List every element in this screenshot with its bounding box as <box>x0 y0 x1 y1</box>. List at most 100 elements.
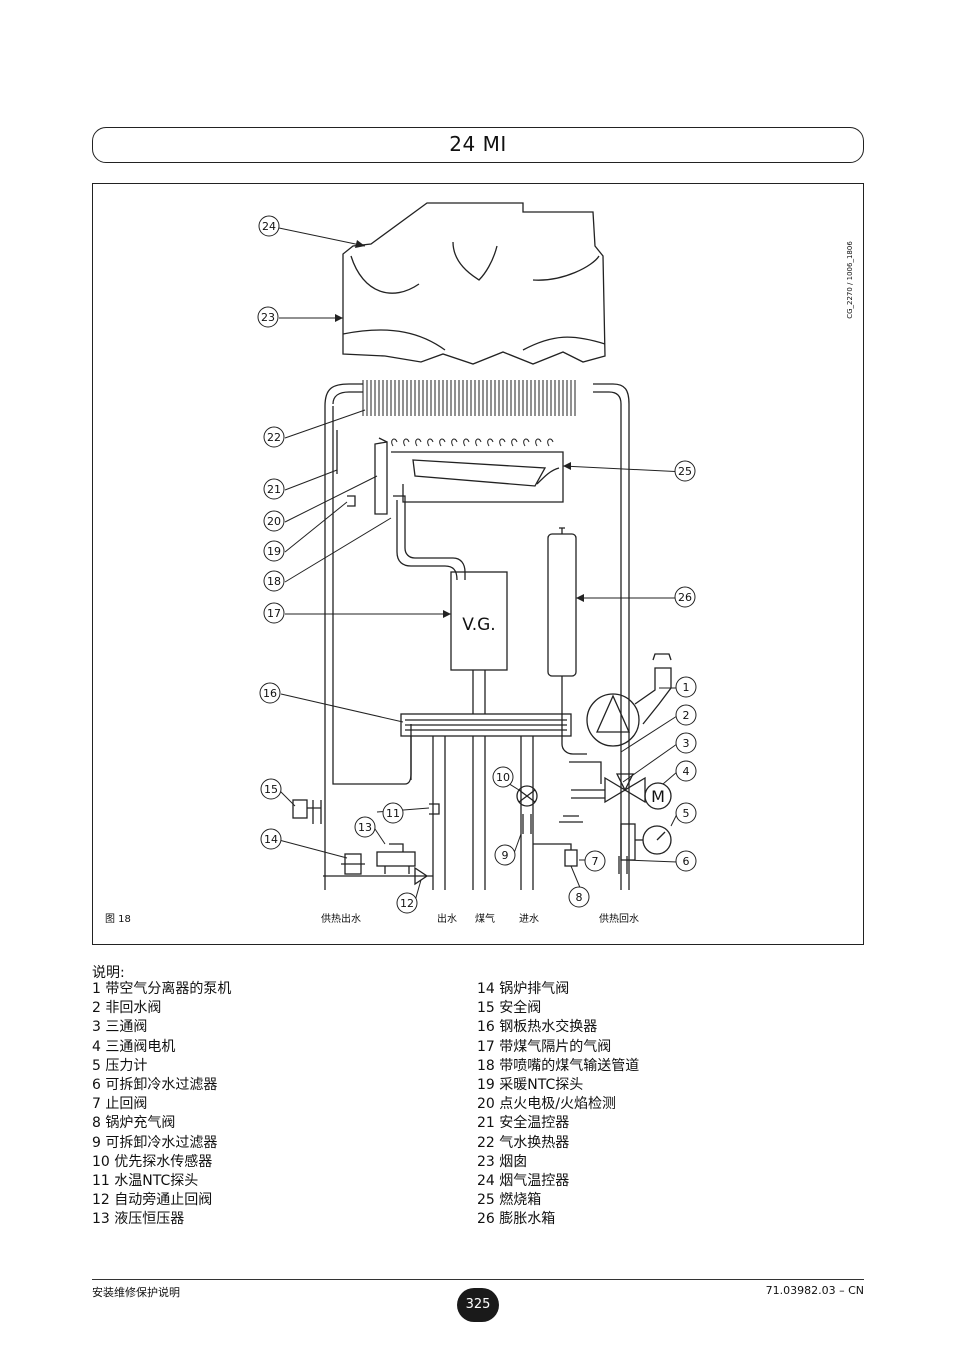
label-heating-return: 供热回水 <box>599 912 639 925</box>
callout-3 <box>675 732 697 754</box>
callout-label-16: 16 <box>263 687 277 700</box>
callout-18 <box>263 570 285 592</box>
legend-item: 10 优先探水传感器 <box>92 1153 213 1170</box>
callout-24 <box>258 215 280 237</box>
heat-exchanger-fins <box>362 380 576 416</box>
figure-label: 图 18 <box>105 913 131 925</box>
callout-label-23: 23 <box>261 311 275 324</box>
pump-circle <box>586 693 640 747</box>
label-cold-water-inlet: 进水 <box>519 913 539 925</box>
legend-item: 1 带空气分离器的泵机 <box>92 981 232 997</box>
callout-13 <box>354 816 376 838</box>
burner-flames <box>391 438 554 447</box>
legend-item: 25 燃烧箱 <box>477 1192 542 1209</box>
callout-9 <box>494 844 516 866</box>
legend-item: 24 烟气温控器 <box>477 1173 570 1190</box>
legend-item: 9 可拆卸冷水过滤器 <box>92 1134 218 1151</box>
callout-label-11: 11 <box>386 807 400 820</box>
callout-11 <box>382 802 404 824</box>
callout-26 <box>674 586 696 608</box>
callout-23 <box>257 306 279 328</box>
callout-label-7: 7 <box>592 855 599 868</box>
callout-label-26: 26 <box>678 591 692 604</box>
page-number-badge: 325 <box>457 1288 499 1322</box>
callout-label-25: 25 <box>678 465 692 478</box>
callout-10 <box>492 766 514 788</box>
legend-item: 3 三通阀 <box>92 1019 148 1036</box>
legend-item: 19 采暖NTC探头 <box>477 1077 584 1094</box>
legend-right-column: 14 锅炉排气阀 15 安全阀 16 钢板热水交换器 17 带煤气隔片的气阀 1… <box>477 980 639 1230</box>
schematic-svg: 24 23 22 21 20 19 18 17 25 26 16 1 2 3 4… <box>105 202 854 925</box>
callout-label-15: 15 <box>264 783 278 796</box>
legend-item: 21 安全温控器 <box>477 1115 570 1132</box>
legend-item: 13 液压恒压器 <box>92 1211 185 1228</box>
callout-label-13: 13 <box>358 821 372 834</box>
legend-item: 11 水温NTC探头 <box>92 1173 199 1190</box>
callout-7 <box>584 850 606 872</box>
motor-circle <box>644 782 672 810</box>
callout-14 <box>260 828 282 850</box>
callout-label-19: 19 <box>267 545 281 558</box>
callout-label-2: 2 <box>683 709 690 722</box>
title-bar: 24 MI <box>92 127 864 163</box>
legend-item: 8 锅炉充气阀 <box>92 1115 176 1132</box>
motor-label: M <box>651 787 665 806</box>
callout-17 <box>263 602 285 624</box>
legend-item: 16 钢板热水交换器 <box>477 1019 598 1036</box>
footer-doc-code: 71.03982.03 – CN <box>765 1284 864 1297</box>
callout-label-18: 18 <box>267 575 281 588</box>
callout-label-4: 4 <box>683 765 690 778</box>
priority-sensor <box>516 785 538 807</box>
legend-item: 6 可拆卸冷水过滤器 <box>92 1077 218 1094</box>
page-title: 24 MI <box>449 132 507 156</box>
callout-19 <box>263 540 285 562</box>
legend-item: 4 三通阀电机 <box>92 1038 176 1055</box>
callout-6 <box>675 850 697 872</box>
callout-25 <box>674 460 696 482</box>
drawing-code: CG_2270 / 1006_1806 <box>846 241 854 319</box>
boiler-schematic: 24 23 22 21 20 19 18 17 25 26 16 1 2 3 4… <box>92 183 864 945</box>
callout-label-8: 8 <box>576 891 583 904</box>
legend-item: 5 压力计 <box>92 1057 148 1074</box>
callout-label-14: 14 <box>264 833 278 846</box>
footer-doc-title: 安装维修保护说明 <box>92 1286 180 1299</box>
callout-22 <box>263 426 285 448</box>
callout-label-1: 1 <box>683 681 690 694</box>
label-gas: 煤气 <box>475 912 495 925</box>
legend-item: 20 点火电极/火焰检测 <box>477 1096 616 1113</box>
legend-item: 18 带喷嘴的煤气输送管道 <box>477 1057 640 1074</box>
callout-label-21: 21 <box>267 483 281 496</box>
callout-label-22: 22 <box>267 431 281 444</box>
legend-heading: 说明: <box>92 965 125 981</box>
legend-item: 26 膨胀水箱 <box>477 1211 556 1228</box>
callout-20 <box>263 510 285 532</box>
callout-21 <box>263 478 285 500</box>
callout-label-9: 9 <box>502 849 509 862</box>
legend-item: 17 带煤气隔片的气阀 <box>477 1038 612 1055</box>
callout-12 <box>396 892 418 914</box>
legend-item: 14 锅炉排气阀 <box>477 981 570 997</box>
callout-label-17: 17 <box>267 607 281 620</box>
legend-item: 2 非回水阀 <box>92 1000 162 1017</box>
legend-left-column: 1 带空气分离器的泵机 2 非回水阀 3 三通阀 4 三通阀电机 5 压力计 6… <box>92 980 231 1230</box>
callout-1 <box>675 676 697 698</box>
legend-item: 7 止回阀 <box>92 1096 148 1113</box>
gas-valve-body <box>450 571 508 671</box>
callout-label-5: 5 <box>683 807 690 820</box>
footer-divider <box>92 1279 864 1280</box>
callout-label-12: 12 <box>400 897 414 910</box>
callout-4 <box>675 760 697 782</box>
gas-valve-label: V.G. <box>462 615 495 635</box>
label-hot-water-outlet: 出水 <box>437 912 457 925</box>
callout-label-20: 20 <box>267 515 281 528</box>
callout-label-24: 24 <box>262 220 276 233</box>
callout-label-6: 6 <box>683 855 690 868</box>
callout-label-3: 3 <box>683 737 690 750</box>
legend-item: 15 安全阀 <box>477 1000 542 1017</box>
callout-8 <box>568 886 590 908</box>
legend-item: 22 气水换热器 <box>477 1134 570 1151</box>
callout-15 <box>260 778 282 800</box>
expansion-vessel <box>547 533 577 677</box>
callout-16 <box>259 682 281 704</box>
callout-label-10: 10 <box>496 771 510 784</box>
